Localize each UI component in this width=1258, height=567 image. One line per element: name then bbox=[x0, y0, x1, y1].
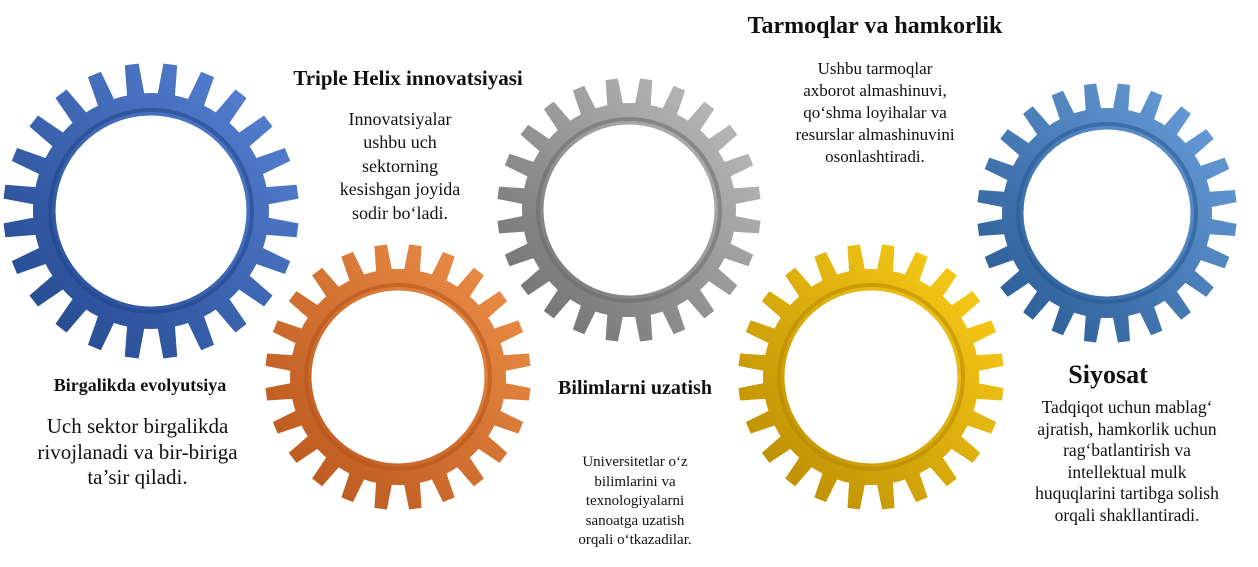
bilimlar-line: bilimlarini va bbox=[594, 473, 676, 490]
tarmoqlar-line: osonlashtiradi. bbox=[825, 147, 925, 167]
bilimlar-line: orqali o‘tkazadilar. bbox=[578, 532, 692, 548]
tarmoqlar-title: Tarmoqlar va hamkorlik bbox=[747, 13, 1003, 39]
bilimlar-title: Bilimlarni uzatish bbox=[558, 377, 712, 399]
birgalikda-line: ta’sir qiladi. bbox=[87, 465, 188, 490]
gear-hole bbox=[543, 124, 715, 296]
siyosat-text: Tadqiqot uchun mablag‘ ajratish, hamkorl… bbox=[998, 397, 1256, 526]
gear-bevel bbox=[777, 283, 965, 471]
birgalikda-title: Birgalikda evolyutsiya bbox=[53, 375, 227, 395]
gear-blue-right-icon bbox=[977, 83, 1237, 343]
gear-bevel bbox=[304, 283, 492, 471]
siyosat-line: rag‘batlantirish va bbox=[1063, 440, 1191, 461]
gear-body bbox=[3, 63, 299, 359]
tarmoqlar-line: Ushbu tarmoqlar bbox=[817, 59, 933, 78]
siyosat-line: orqali shakllantiradi. bbox=[1054, 504, 1200, 525]
gear-blue-left-icon bbox=[3, 63, 299, 359]
birgalikda-line: rivojlanadi va bir-biriga bbox=[37, 439, 238, 464]
tarmoqlar-line: resurslar almashinuvini bbox=[795, 125, 955, 145]
gear-orange-icon bbox=[265, 244, 531, 510]
bilimlar-text: Universitetlar o‘z bilimlarini va texnol… bbox=[535, 453, 735, 551]
triple-helix-text: Innovatsiyalar ushbu uch sektorning kesi… bbox=[300, 108, 500, 225]
tarmoqlar-line: qo‘shma loyihalar va bbox=[803, 103, 947, 123]
siyosat-title: Siyosat bbox=[1068, 360, 1148, 389]
bilimlar-line: sanoatga uzatish bbox=[585, 512, 685, 529]
gear-hole bbox=[784, 290, 958, 464]
bilimlar-line: texnologiyalarni bbox=[585, 493, 685, 509]
gear-hole bbox=[1023, 129, 1191, 297]
triple-helix-title: Triple Helix innovatsiyasi bbox=[293, 66, 523, 90]
gear-bevel bbox=[1016, 122, 1198, 304]
triple-helix-line: kesishgan joyida bbox=[339, 179, 461, 200]
gear-gray-icon bbox=[497, 78, 761, 342]
gear-body bbox=[977, 83, 1237, 343]
gear-hole bbox=[55, 115, 247, 307]
gear-bevel bbox=[536, 117, 722, 303]
siyosat-line: intellektual mulk bbox=[1067, 461, 1187, 482]
siyosat-line: Tadqiqot uchun mablag‘ bbox=[1041, 397, 1213, 417]
birgalikda-line: Uch sektor birgalikda bbox=[46, 414, 229, 438]
triple-helix-line: ushbu uch bbox=[363, 132, 437, 153]
siyosat-line: huquqlarini tartibga solish bbox=[1035, 483, 1219, 504]
siyosat-line: ajratish, hamkorlik uchun bbox=[1037, 418, 1217, 439]
gear-bevel bbox=[48, 108, 254, 314]
birgalikda-text: Uch sektor birgalikda rivojlanadi va bir… bbox=[0, 414, 275, 491]
triple-helix-line: Innovatsiyalar bbox=[348, 109, 452, 129]
triple-helix-line: sektorning bbox=[362, 155, 438, 176]
tarmoqlar-line: axborot almashinuvi, bbox=[803, 81, 947, 101]
gear-body bbox=[497, 78, 761, 342]
triple-helix-line: sodir bo‘ladi. bbox=[352, 202, 448, 223]
gear-gold-icon bbox=[738, 244, 1004, 510]
gear-hole bbox=[311, 290, 485, 464]
tarmoqlar-text: Ushbu tarmoqlar axborot almashinuvi, qo‘… bbox=[755, 58, 995, 168]
bilimlar-line: Universitetlar o‘z bbox=[582, 454, 688, 470]
